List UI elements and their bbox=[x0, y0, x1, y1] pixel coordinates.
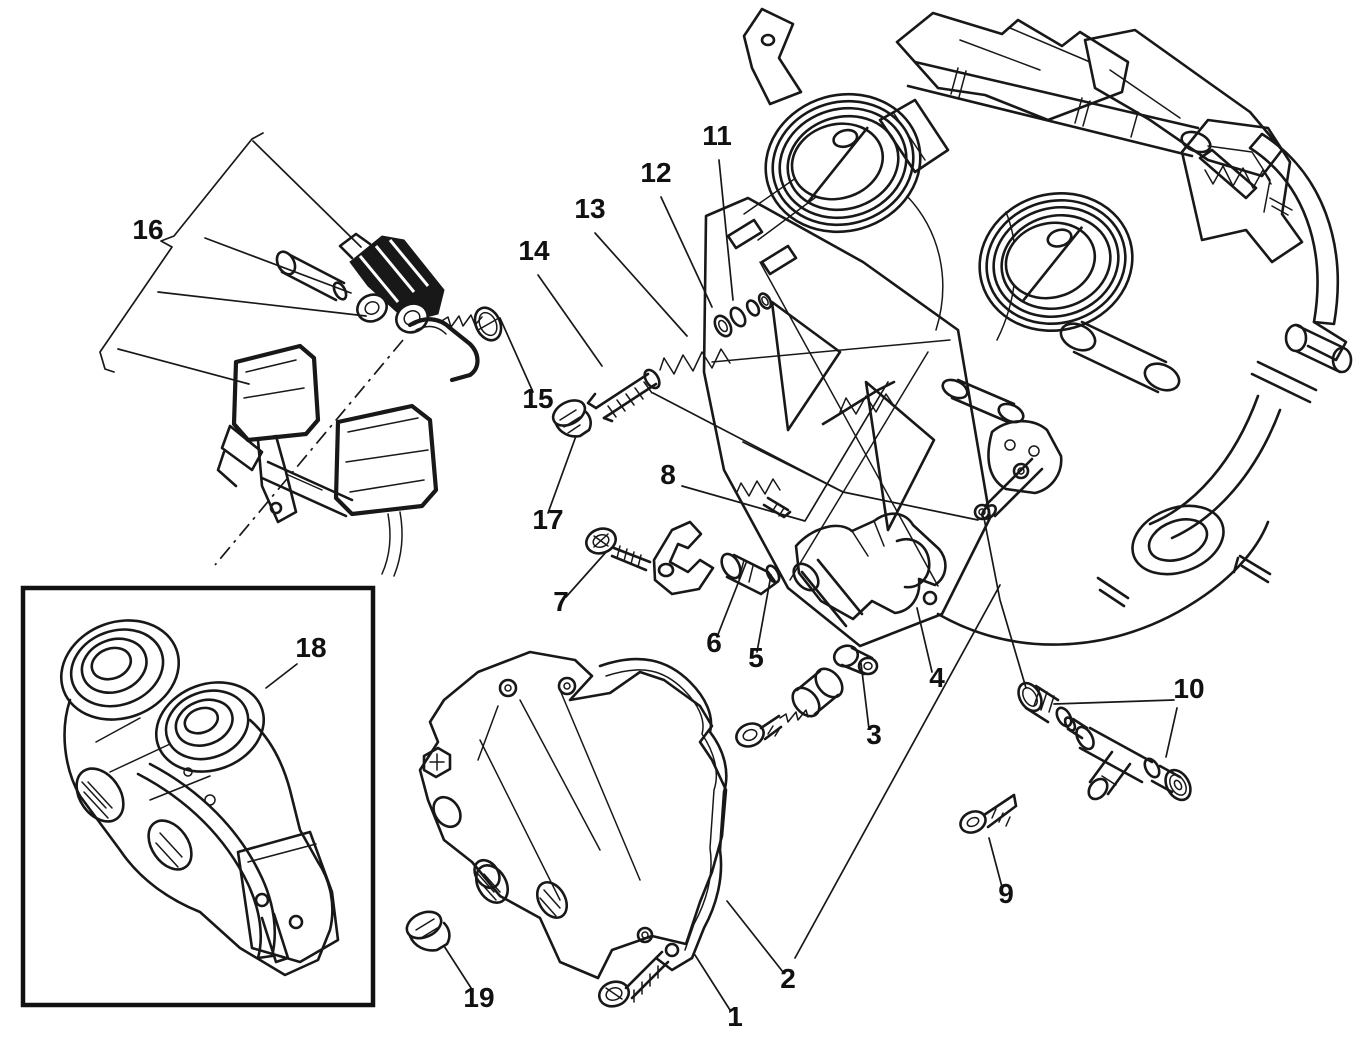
leader-15 bbox=[499, 317, 534, 393]
callout-3: 3 bbox=[866, 719, 882, 750]
leader-4 bbox=[916, 607, 933, 673]
leader-9 bbox=[988, 837, 1003, 888]
callout-9: 9 bbox=[998, 878, 1014, 909]
leader-8 bbox=[681, 381, 889, 522]
leader-6 bbox=[716, 562, 747, 638]
centerline-1 bbox=[214, 339, 404, 566]
leader-5 bbox=[756, 574, 772, 653]
callout-2: 2 bbox=[780, 963, 796, 994]
leader-17 bbox=[547, 435, 577, 514]
construction-line-1 bbox=[652, 392, 979, 521]
callout-16: 16 bbox=[132, 214, 163, 245]
callout-11: 11 bbox=[702, 120, 732, 151]
spring-screw-8 bbox=[736, 478, 792, 519]
carburetor-inset bbox=[20, 585, 376, 1008]
throttle-bore-front bbox=[764, 92, 922, 234]
leader-11 bbox=[718, 159, 734, 301]
leader-12 bbox=[660, 196, 713, 308]
leader-1 bbox=[694, 954, 731, 1011]
bracket-16-line-2 bbox=[204, 237, 352, 294]
callout-17: 17 bbox=[532, 504, 563, 535]
idle-linkage-parts bbox=[585, 512, 947, 748]
callout-5: 5 bbox=[748, 642, 764, 673]
construction-line-3 bbox=[983, 517, 1027, 689]
plug-17 bbox=[551, 399, 592, 438]
callout-6: 6 bbox=[706, 627, 722, 658]
inset-box bbox=[20, 585, 376, 1008]
leader-19 bbox=[443, 945, 474, 992]
engine-assembly bbox=[742, 7, 1353, 646]
leader-7 bbox=[565, 550, 608, 598]
tee-fitting-parts bbox=[959, 681, 1192, 834]
throttle-sensor-group bbox=[216, 232, 483, 577]
construction-line-2 bbox=[742, 441, 844, 493]
cover-gasket bbox=[598, 657, 728, 972]
callout-1: 1 bbox=[727, 1001, 743, 1032]
callout-10: 10 bbox=[1173, 673, 1204, 704]
callout-18: 18 bbox=[295, 632, 326, 663]
callout-4: 4 bbox=[929, 662, 945, 693]
callout-19: 19 bbox=[463, 982, 494, 1013]
o-ring-15 bbox=[473, 306, 503, 342]
callout-7: 7 bbox=[553, 586, 569, 617]
throttle-bore-rear bbox=[978, 191, 1134, 333]
mounting-plate bbox=[702, 196, 1063, 648]
cap-19 bbox=[405, 910, 451, 952]
leader-14 bbox=[537, 274, 603, 367]
callout-14: 14 bbox=[518, 235, 550, 266]
group-bracket-16 bbox=[99, 132, 264, 373]
leader-3 bbox=[860, 662, 870, 730]
leader-13 bbox=[594, 232, 688, 337]
cable-adjuster-parts bbox=[586, 292, 773, 423]
cover-screw bbox=[597, 942, 680, 1008]
leader-10-2 bbox=[1165, 707, 1178, 758]
callout-13: 13 bbox=[574, 193, 605, 224]
callout-15: 15 bbox=[522, 383, 553, 414]
callout-8: 8 bbox=[660, 459, 676, 490]
callout-12: 12 bbox=[640, 157, 671, 188]
bracket-16-line-4 bbox=[117, 348, 250, 385]
leader-18 bbox=[265, 663, 298, 689]
bracket-16-line-1 bbox=[252, 140, 362, 248]
leader-2 bbox=[726, 900, 784, 973]
construction-line-4 bbox=[794, 584, 1001, 959]
leader-10 bbox=[1053, 699, 1175, 705]
bracket-16-line-3 bbox=[157, 291, 367, 317]
valve-cover bbox=[418, 650, 728, 980]
